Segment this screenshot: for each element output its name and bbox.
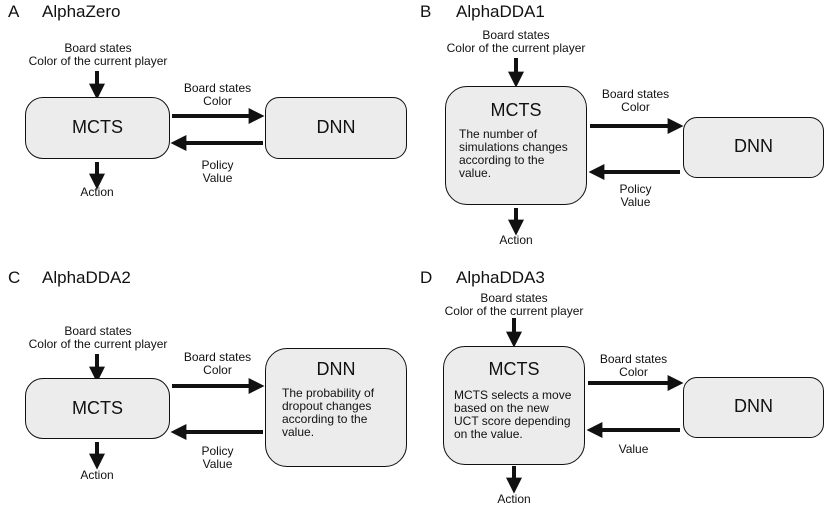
to-mcts-label: Policy Value [201, 158, 234, 185]
to-dnn-label: Board states Color [599, 352, 668, 379]
input-label: Board states Color of the current player [444, 291, 584, 318]
input-label: Board states Color of the current player [446, 28, 586, 55]
to-dnn-label: Board states Color [601, 87, 670, 114]
mcts-box: MCTS The number of simulations changes a… [445, 86, 587, 205]
mcts-box: MCTS [25, 97, 170, 159]
to-dnn-label: Board states Color [183, 81, 252, 108]
dnn-box: DNN [265, 97, 407, 159]
output-label: Action [499, 233, 533, 247]
input-label: Board states Color of the current player [28, 324, 168, 351]
panel-title: AlphaDDA2 [42, 268, 131, 287]
dnn-box: DNN [683, 117, 824, 178]
dnn-title: DNN [316, 359, 356, 379]
panel-title: AlphaZero [42, 2, 121, 21]
mcts-description: The number of simulations changes accord… [459, 127, 568, 180]
to-mcts-label: Value [618, 442, 649, 456]
mcts-title: MCTS [72, 117, 123, 137]
mcts-box: MCTS MCTS selects a move based on the ne… [443, 346, 585, 465]
mcts-title: MCTS [72, 398, 123, 418]
panel-title: AlphaDDA1 [456, 2, 545, 21]
output-label: Action [80, 185, 114, 199]
panel-letter: D [420, 268, 433, 287]
dnn-title: DNN [734, 396, 773, 416]
panel-title: AlphaDDA3 [456, 268, 545, 287]
dnn-description: The probability of dropout changes accor… [282, 386, 375, 439]
mcts-description: MCTS selects a move based on the new UCT… [454, 388, 572, 441]
dnn-box: DNN [683, 377, 824, 438]
dnn-title: DNN [734, 136, 773, 156]
panel-letter: B [420, 2, 432, 21]
panel-letter: A [8, 2, 20, 21]
output-label: Action [497, 492, 531, 506]
to-mcts-label: Policy Value [619, 182, 652, 209]
output-label: Action [80, 468, 114, 482]
panel-letter: C [8, 268, 21, 287]
mcts-title: MCTS [490, 100, 542, 120]
mcts-title: MCTS [488, 359, 540, 379]
to-dnn-label: Board states Color [183, 350, 252, 377]
dnn-title: DNN [316, 117, 356, 137]
dnn-box: DNN The probability of dropout changes a… [265, 348, 407, 467]
to-mcts-label: Policy Value [201, 444, 234, 471]
input-label: Board states Color of the current player [28, 41, 168, 68]
mcts-box: MCTS [25, 378, 170, 439]
